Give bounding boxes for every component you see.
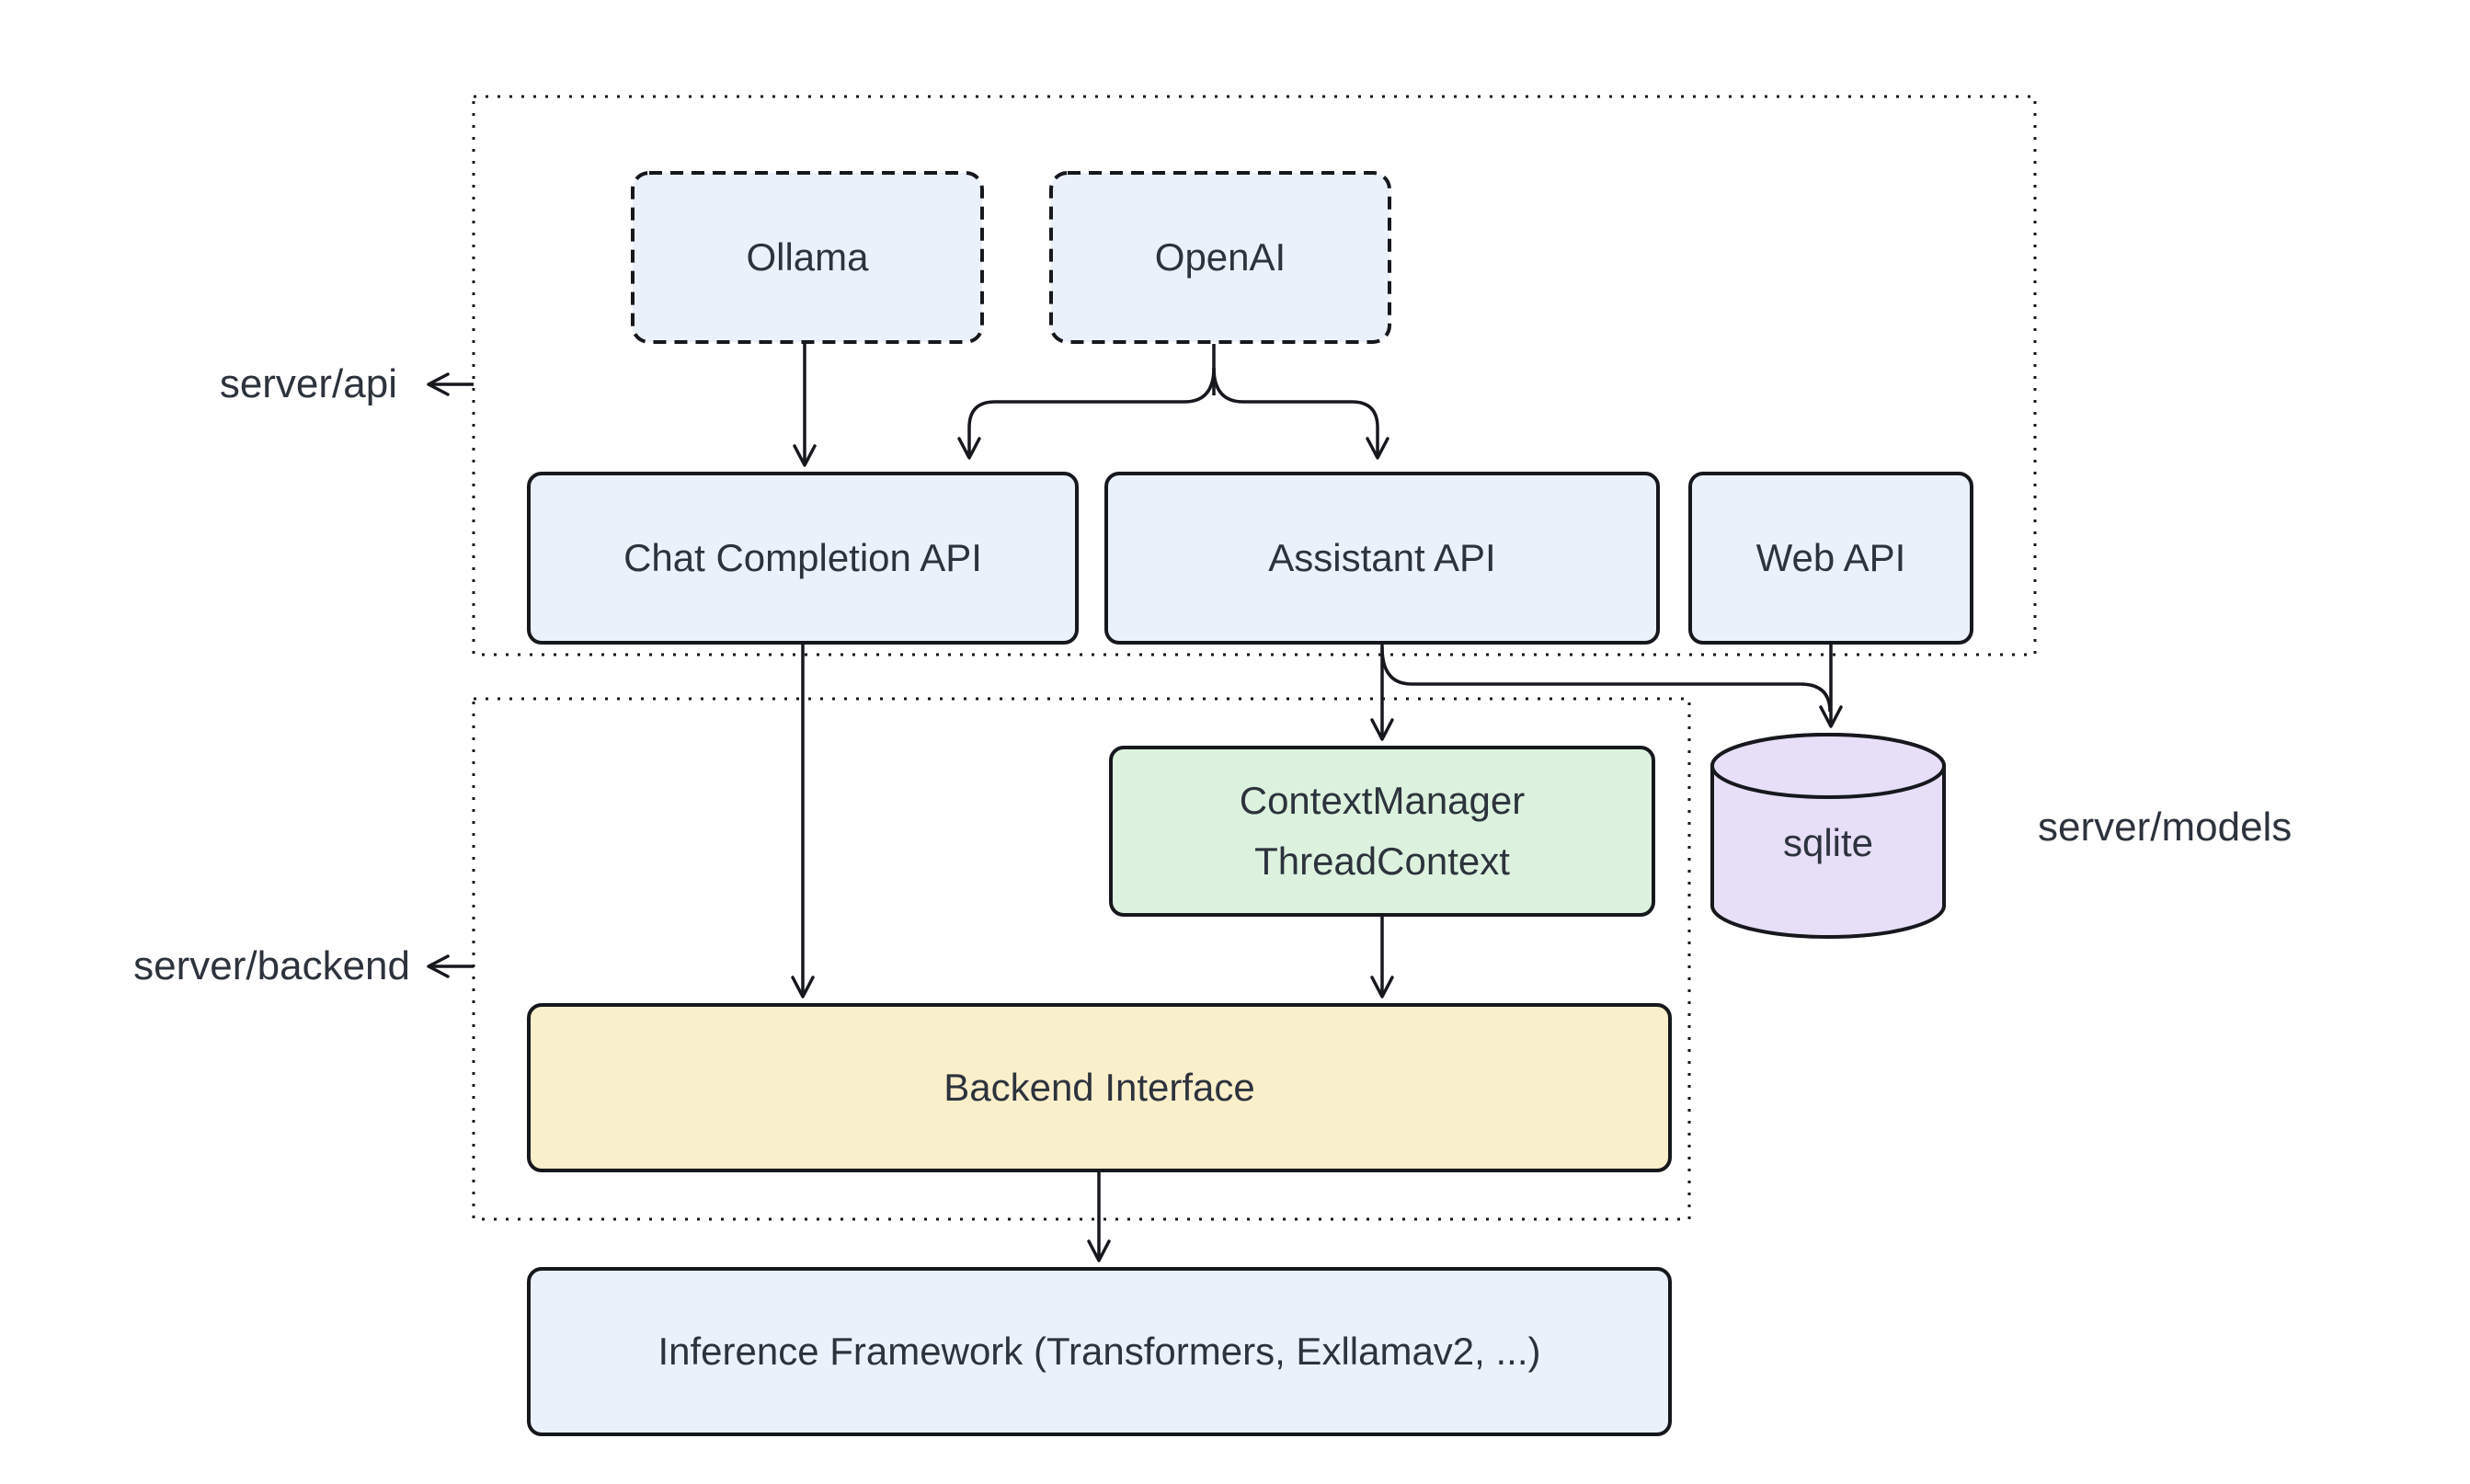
server-backend-container bbox=[472, 697, 1691, 1221]
backend-interface-node-shape bbox=[527, 1003, 1672, 1172]
sqlite-cylinder-shape bbox=[1710, 733, 1946, 939]
edge-openai-to-chat bbox=[957, 367, 1216, 460]
server-models-label: server/models bbox=[2038, 805, 2293, 850]
inference-framework-node-shape bbox=[527, 1267, 1672, 1436]
edge-openai-to-assistant bbox=[1212, 367, 1389, 460]
server-api-label: server/api bbox=[219, 361, 397, 406]
context-manager-node-shape bbox=[1109, 746, 1655, 917]
assistant-api-node-shape bbox=[1104, 472, 1660, 645]
ollama-node-shape bbox=[631, 171, 984, 344]
server-backend-label: server/backend bbox=[133, 943, 410, 988]
web-api-node-shape bbox=[1688, 472, 1973, 645]
edge-assistant-to-sqlite-branch bbox=[1380, 646, 1832, 713]
openai-node-shape bbox=[1049, 171, 1391, 344]
chat-completion-api-node-shape bbox=[527, 472, 1079, 645]
